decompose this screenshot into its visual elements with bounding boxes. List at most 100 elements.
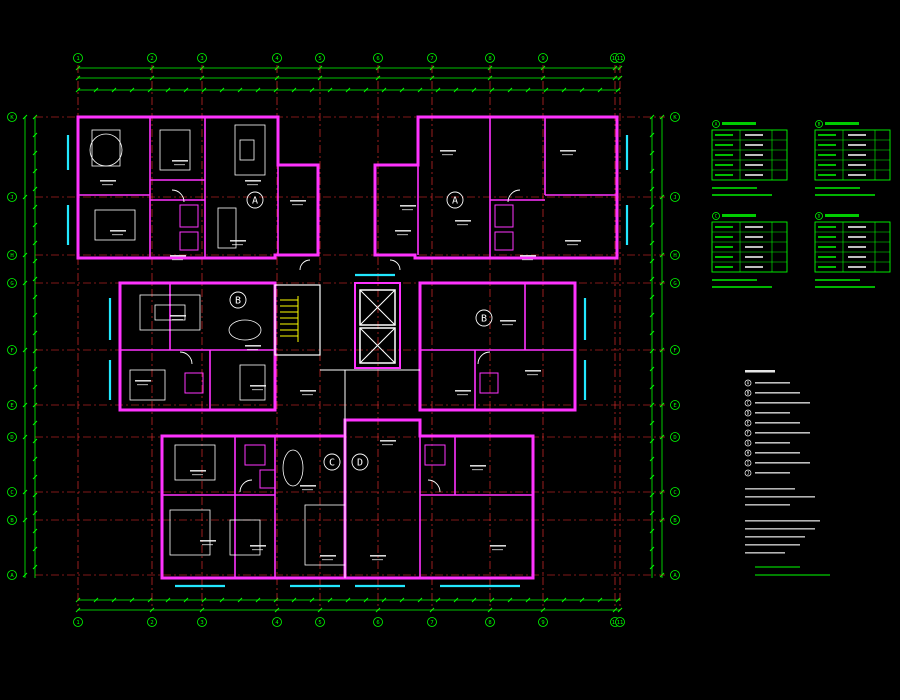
room-label-mark bbox=[170, 315, 186, 317]
dimension-tick bbox=[649, 132, 655, 138]
table-b: B bbox=[814, 120, 891, 196]
dimension-tick bbox=[165, 597, 171, 603]
table-marker bbox=[815, 212, 823, 220]
dimension-tick bbox=[649, 510, 655, 516]
building-core bbox=[274, 282, 420, 578]
dimension-tick bbox=[32, 312, 38, 318]
dimension-tick bbox=[327, 87, 333, 93]
dimension-tick bbox=[649, 402, 655, 408]
dimension-tick bbox=[32, 258, 38, 264]
dimension-tick bbox=[649, 258, 655, 264]
dimension-tick bbox=[183, 87, 189, 93]
dimension-tick bbox=[649, 384, 655, 390]
axis-bubble-label: H bbox=[10, 253, 13, 259]
note-text-mark bbox=[755, 402, 810, 404]
axis-bubble-label: D bbox=[673, 435, 676, 441]
door-swings bbox=[171, 189, 521, 493]
note-text-mark bbox=[755, 432, 810, 434]
table-frame bbox=[711, 221, 788, 273]
note-text-mark bbox=[745, 552, 785, 554]
dimension-tick bbox=[32, 150, 38, 156]
axis-bubble-label: B bbox=[673, 518, 677, 524]
dimension-tick bbox=[649, 150, 655, 156]
axis-bubble-label: 6 bbox=[376, 56, 379, 62]
dimension-tick bbox=[363, 87, 369, 93]
table-cell-mark bbox=[715, 236, 733, 238]
dimension-tick bbox=[237, 87, 243, 93]
table-marker-label: C bbox=[715, 214, 718, 220]
axis-bubble-right: G bbox=[670, 278, 680, 288]
axis-bubble-left: A bbox=[7, 570, 17, 580]
room-label-mark bbox=[192, 474, 203, 476]
wall-unit-b-right bbox=[418, 281, 577, 412]
axis-bubble-bottom: 1 bbox=[73, 617, 83, 627]
bed-3 bbox=[94, 209, 136, 241]
axis-bubble-label: E bbox=[673, 403, 676, 409]
axis-bubble-label: J bbox=[10, 195, 13, 201]
note-text-mark bbox=[755, 412, 790, 414]
axis-bubble-label: 3 bbox=[200, 56, 203, 62]
dimension-tick bbox=[291, 597, 297, 603]
table-note-mark bbox=[815, 286, 875, 288]
note-text-mark bbox=[745, 536, 805, 538]
axis-bubble-label: C bbox=[673, 490, 676, 496]
room-label-mark bbox=[250, 385, 266, 387]
axis-bubble-label: G bbox=[10, 281, 13, 287]
axis-bubble-label: H bbox=[673, 253, 676, 259]
room-label-mark bbox=[522, 259, 533, 261]
note-item: I bbox=[744, 459, 810, 467]
table-cell-mark bbox=[848, 256, 866, 258]
dimension-tick bbox=[219, 597, 225, 603]
table-a: A bbox=[711, 120, 788, 196]
dimension-tick bbox=[32, 438, 38, 444]
room-label-mark bbox=[567, 244, 578, 246]
dimension-tick bbox=[561, 87, 567, 93]
axis-bubble-right: B bbox=[670, 515, 680, 525]
axis-bubble-label: 8 bbox=[488, 56, 491, 62]
axis-grid bbox=[35, 65, 665, 610]
room-label-mark bbox=[370, 555, 386, 557]
dimension-tick bbox=[32, 222, 38, 228]
note-symbol-label: F bbox=[747, 431, 750, 436]
axis-bubble-left: B bbox=[7, 515, 17, 525]
axis-bubble-right: D bbox=[670, 432, 680, 442]
table-cell-mark bbox=[745, 246, 763, 248]
axis-bubble-top: 6 bbox=[373, 53, 383, 63]
table-cell-mark bbox=[745, 164, 763, 166]
table-note-mark bbox=[815, 187, 860, 189]
note-text-mark bbox=[745, 504, 790, 506]
coffee-table-1 bbox=[239, 139, 255, 161]
axis-bubble-left: H bbox=[7, 250, 17, 260]
axis-bubble-right: K bbox=[670, 112, 680, 122]
table-cell-mark bbox=[818, 174, 836, 176]
room-label-mark bbox=[110, 230, 126, 232]
axis-bubble-bottom: 3 bbox=[197, 617, 207, 627]
table-d: D bbox=[814, 212, 891, 288]
axis-bubble-label: 1 bbox=[76, 56, 79, 62]
table-cell-mark bbox=[848, 174, 866, 176]
axis-bubble-left: E bbox=[7, 400, 17, 410]
room-label-mark bbox=[442, 154, 453, 156]
axis-bubble-right: F bbox=[670, 345, 680, 355]
unit-marker-label: B bbox=[235, 296, 241, 307]
dimension-tick bbox=[543, 87, 549, 93]
room-label-mark bbox=[102, 184, 113, 186]
room-label-mark bbox=[172, 160, 188, 162]
unit-marker: A bbox=[246, 191, 264, 209]
dimension-tick bbox=[435, 87, 441, 93]
axis-bubble-right: E bbox=[670, 400, 680, 410]
axis-bubble-label: 4 bbox=[275, 56, 279, 62]
axis-bubble-label: 4 bbox=[275, 620, 279, 626]
axis-bubble-top: 4 bbox=[272, 53, 282, 63]
elevator-shaft-2 bbox=[359, 327, 396, 364]
room-label-mark bbox=[190, 470, 206, 472]
axis-bubble-label: 9 bbox=[541, 620, 544, 626]
table-cell-mark bbox=[818, 246, 836, 248]
axis-bubble-left: G bbox=[7, 278, 17, 288]
room-label-mark bbox=[560, 150, 576, 152]
table-cell-mark bbox=[818, 256, 836, 258]
windows bbox=[66, 135, 629, 588]
dimension-tick bbox=[93, 597, 99, 603]
room-label-mark bbox=[562, 154, 573, 156]
